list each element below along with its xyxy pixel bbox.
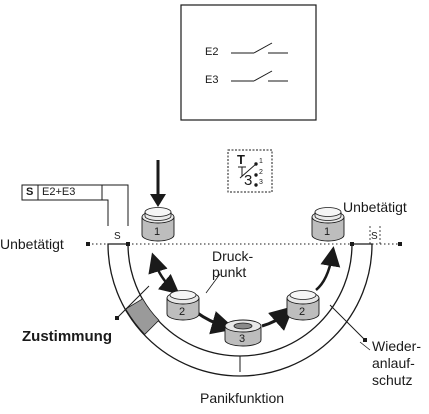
s-marker-left: S bbox=[114, 231, 121, 242]
selector-switch-icon bbox=[238, 162, 258, 187]
button-2-left-number: 2 bbox=[179, 306, 186, 318]
symbol-pos-2: 2 bbox=[259, 169, 263, 176]
button-position-2-right bbox=[286, 290, 320, 321]
label-pressure-point-1: Druck- bbox=[212, 248, 254, 264]
travel-arc-band bbox=[107, 243, 373, 377]
table-s-cell: S bbox=[26, 186, 34, 198]
arrow-1-to-2 bbox=[148, 252, 180, 295]
button-1-left-number: 1 bbox=[154, 226, 161, 238]
label-unactuated-left: Unbetätigt bbox=[0, 236, 64, 252]
contact-e2-label: E2 bbox=[205, 46, 219, 58]
label-restart-3: schutz bbox=[372, 372, 413, 388]
button-1-right-number: 1 bbox=[324, 226, 331, 238]
label-panic: Panikfunktion bbox=[200, 390, 285, 406]
label-consent: Zustimmung bbox=[22, 328, 112, 345]
symbol-number: 3 bbox=[244, 172, 253, 189]
contact-e3-label: E3 bbox=[205, 74, 219, 86]
switch-box bbox=[180, 4, 317, 121]
symbol-pos-1: 1 bbox=[259, 158, 263, 165]
label-restart-1: Wieder- bbox=[372, 338, 422, 354]
contact-e3-symbol bbox=[231, 70, 288, 82]
contact-e2-symbol bbox=[231, 42, 288, 54]
label-unactuated-right: Unbetätigt bbox=[343, 199, 407, 215]
button-position-1-right bbox=[311, 207, 345, 242]
arrow-2-to-3 bbox=[195, 310, 236, 335]
consent-zone bbox=[125, 298, 160, 335]
button-position-1-left bbox=[141, 207, 175, 242]
button-3-number: 3 bbox=[239, 333, 246, 345]
button-position-3 bbox=[224, 319, 262, 347]
s-marker-right: S bbox=[371, 231, 378, 242]
button-position-2-left bbox=[166, 290, 200, 321]
arrow-3-to-2 bbox=[261, 306, 294, 331]
label-pressure-point-2: punkt bbox=[212, 264, 247, 280]
symbol-letter: T bbox=[237, 152, 245, 167]
state-table bbox=[21, 184, 103, 201]
symbol-pos-3: 3 bbox=[259, 179, 263, 186]
table-e2e3-cell: E2+E3 bbox=[42, 186, 76, 198]
label-restart-2: anlauf- bbox=[372, 355, 415, 371]
button-2-right-number: 2 bbox=[299, 306, 306, 318]
selector-symbol-box bbox=[227, 149, 273, 193]
arrow-2-to-1 bbox=[315, 246, 341, 291]
